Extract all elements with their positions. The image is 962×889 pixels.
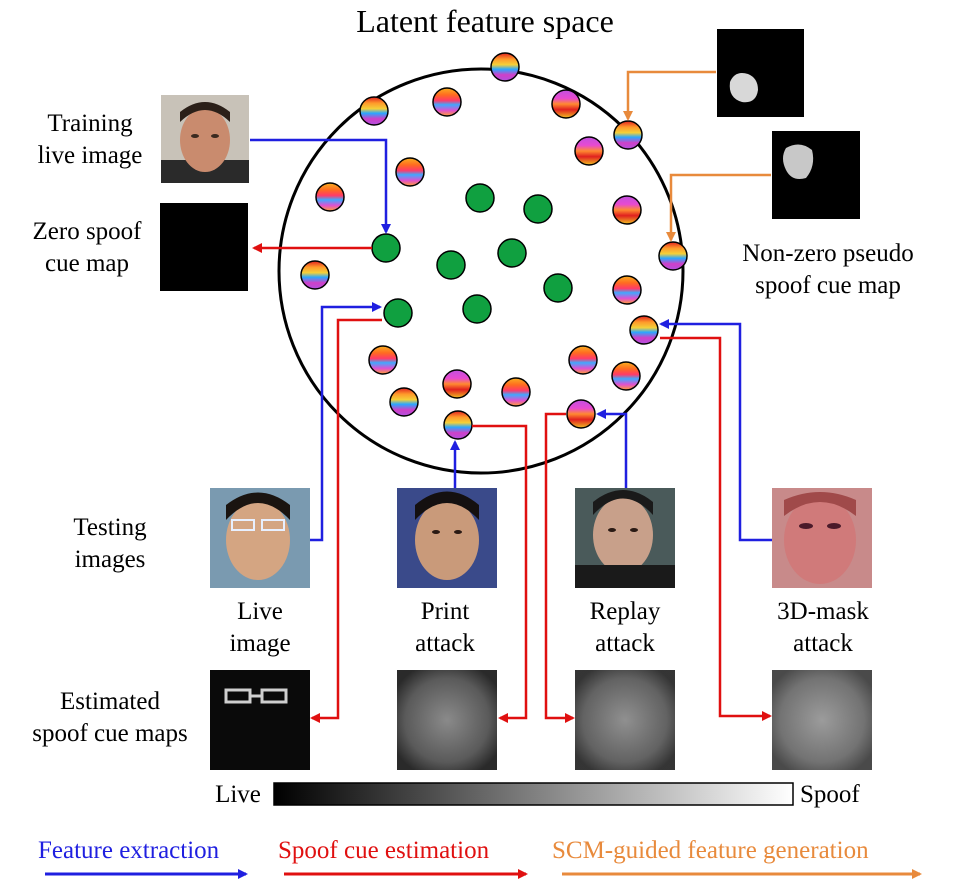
- legend-spoof-cue-estimation: Spoof cue estimation: [278, 837, 490, 864]
- live-feature-points: [371, 183, 573, 328]
- estimated-map-replay: [575, 670, 675, 770]
- live-point: [436, 250, 466, 280]
- colorbar-label-spoof: Spoof: [800, 781, 860, 808]
- arrow-spoof-cue-print: [472, 424, 528, 723]
- spoof-point: [490, 52, 520, 82]
- spoof-point: [389, 387, 419, 417]
- live-point: [497, 238, 527, 268]
- spoof-point: [611, 361, 641, 391]
- label-testing-images: Testing images: [73, 514, 147, 573]
- arrow-spoof-cue-replay: [544, 412, 575, 723]
- spoof-point: [359, 96, 389, 126]
- spoof-point: [551, 89, 581, 119]
- spoof-point: [612, 195, 642, 225]
- arrow-scm-guided-1: [623, 70, 716, 121]
- spoof-point: [658, 241, 688, 271]
- pseudo-spoof-cue-map-2: [772, 131, 860, 219]
- spoof-feature-points: [300, 52, 688, 440]
- spoof-point: [442, 369, 472, 399]
- label-nonzero-pseudo-map: Non-zero pseudo spoof cue map: [742, 240, 914, 299]
- label-live-image: Live image: [229, 598, 291, 657]
- pseudo-spoof-cue-map-1: [717, 29, 804, 117]
- testing-photo-print: [397, 488, 497, 588]
- label-3d-mask-attack: 3D-mask attack: [777, 598, 869, 657]
- spoof-point: [300, 260, 330, 290]
- spoof-point: [574, 136, 604, 166]
- live-point: [462, 294, 492, 324]
- legend-scm-guided-generation: SCM-guided feature generation: [552, 837, 869, 864]
- live-point: [465, 183, 495, 213]
- testing-photo-3d-mask: [772, 488, 872, 588]
- live-spoof-colorbar: [273, 782, 794, 806]
- arrow-feature-extraction-3d-mask: [659, 319, 772, 542]
- diagram-title: Latent feature space: [356, 3, 614, 39]
- arrow-feature-extraction-live: [310, 302, 382, 542]
- arrow-spoof-cue-3d-mask: [660, 336, 772, 721]
- live-point: [523, 194, 553, 224]
- arrow-scm-guided-2: [666, 173, 771, 242]
- spoof-point: [432, 87, 462, 117]
- arrow-feature-extraction-replay: [596, 409, 628, 488]
- arrow-spoof-cue-live: [310, 318, 382, 723]
- spoof-point: [566, 399, 596, 429]
- label-replay-attack: Replay attack: [589, 598, 661, 657]
- estimated-map-live: [210, 670, 310, 770]
- spoof-point: [568, 345, 598, 375]
- zero-spoof-cue-map: [160, 203, 248, 291]
- spoof-point: [629, 315, 659, 345]
- label-training-live-image: Training live image: [37, 110, 143, 169]
- arrow-feature-extraction-training: [250, 138, 391, 234]
- latent-space-circle: [277, 67, 685, 475]
- label-zero-spoof-cue-map: Zero spoof cue map: [32, 218, 142, 277]
- spoof-point: [501, 377, 531, 407]
- estimated-map-3d-mask: [772, 670, 872, 770]
- spoof-point: [443, 410, 473, 440]
- training-live-photo: [161, 95, 249, 183]
- spoof-point: [368, 345, 398, 375]
- live-point: [543, 273, 573, 303]
- spoof-point: [612, 275, 642, 305]
- label-estimated-maps: Estimated spoof cue maps: [32, 688, 188, 747]
- spoof-point: [613, 120, 643, 150]
- live-point: [383, 298, 413, 328]
- legend-feature-extraction: Feature extraction: [38, 837, 220, 864]
- colorbar-label-live: Live: [215, 781, 261, 808]
- spoof-point: [395, 157, 425, 187]
- testing-photo-live: [210, 488, 310, 588]
- testing-photo-replay: [575, 488, 675, 588]
- label-print-attack: Print attack: [415, 598, 475, 657]
- spoof-point: [315, 182, 345, 212]
- estimated-map-print: [397, 670, 497, 770]
- live-point: [371, 233, 401, 263]
